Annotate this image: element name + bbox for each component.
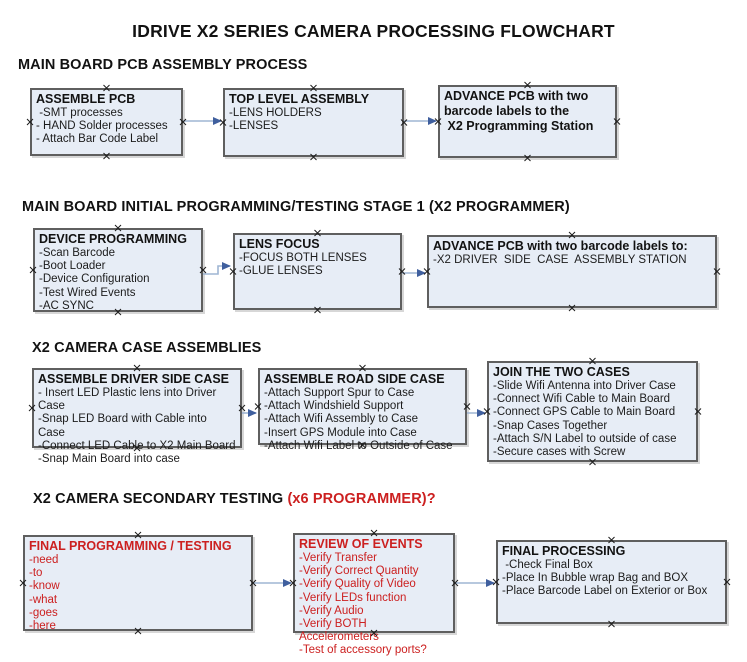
- box-item: -LENSES: [229, 120, 279, 133]
- flow-box-advance-pcb-driver-side-station: ADVANCE PCB with two barcode labels to: …: [427, 235, 717, 308]
- flow-box-device-programming: DEVICE PROGRAMMING -Scan Barcode -Boot L…: [33, 228, 203, 312]
- box-item: -goes: [29, 606, 58, 619]
- box-title: FINAL PROCESSING: [502, 544, 626, 558]
- flow-box-assemble-driver-side-case: ASSEMBLE DRIVER SIDE CASE - Insert LED P…: [32, 368, 242, 465]
- box-item: -Attach Windshield Support: [264, 400, 404, 413]
- box-item: -Device Configuration: [39, 273, 150, 286]
- flow-box-top-level-assembly: TOP LEVEL ASSEMBLY -LENS HOLDERS -LENSES: [223, 88, 404, 157]
- box-item: -know: [29, 580, 60, 593]
- box-item: -Scan Barcode: [39, 247, 116, 259]
- section-header-case-assemblies: X2 CAMERA CASE ASSEMBLIES: [32, 340, 262, 356]
- box-title: ASSEMBLE DRIVER SIDE CASE: [38, 372, 230, 386]
- box-title: ASSEMBLE ROAD SIDE CASE: [264, 372, 445, 386]
- flow-box-final-processing: FINAL PROCESSING -Check Final Box -Place…: [496, 540, 727, 624]
- box-item: - Attach Bar Code Label: [36, 133, 159, 146]
- box-item: -GLUE LENSES: [239, 265, 323, 278]
- box-item: -Attach Wifi Assembly to Case: [264, 413, 419, 426]
- box-title: LENS FOCUS: [239, 237, 320, 251]
- section-header-initial-programming: MAIN BOARD INITIAL PROGRAMMING/TESTING S…: [22, 199, 570, 215]
- flow-box-assemble-road-side-case: ASSEMBLE ROAD SIDE CASE -Attach Support …: [258, 368, 467, 452]
- box-item: -Snap LED Board with Cable into Case: [38, 413, 210, 439]
- box-item: -Verify Transfer: [299, 552, 377, 564]
- flow-box-lens-focus: LENS FOCUS -FOCUS BOTH LENSES -GLUE LENS…: [233, 233, 402, 310]
- box-item: -LENS HOLDERS: [229, 107, 322, 119]
- box-item: -X2 DRIVER SIDE CASE ASSEMBLY STATION: [433, 254, 687, 266]
- box-item: -Place In Bubble wrap Bag and BOX: [502, 572, 689, 585]
- box-item: - HAND Solder processes: [36, 120, 168, 133]
- box-item: -Snap Cases Together: [493, 419, 608, 432]
- box-item: -to: [29, 567, 43, 580]
- box-item: -what: [29, 593, 58, 606]
- box-title: ADVANCE PCB with two barcode labels to:: [433, 239, 688, 253]
- box-item: -Connect GPS Cable to Main Board: [493, 406, 676, 419]
- box-item: -Verify BOTH Accelerometers: [299, 618, 379, 644]
- box-item: -Secure cases with Screw: [493, 446, 626, 459]
- box-item: -Verify Audio: [299, 604, 364, 617]
- box-item: -Verify LEDs function: [299, 591, 407, 604]
- box-title: TOP LEVEL ASSEMBLY: [229, 92, 370, 106]
- box-title: DEVICE PROGRAMMING: [39, 232, 187, 246]
- box-item: -Test of accessory ports?: [299, 644, 427, 657]
- box-item: -Check Final Box: [502, 559, 593, 571]
- box-item: -Verify Correct Quantity: [299, 565, 419, 578]
- box-item: -Snap Main Board into case: [38, 453, 180, 466]
- box-title: ADVANCE PCB with two barcode labels to t…: [444, 89, 594, 133]
- box-item: -Verify Quality of Video: [299, 578, 416, 591]
- box-item: -FOCUS BOTH LENSES: [239, 252, 367, 264]
- flow-box-advance-pcb-programming-station: ADVANCE PCB with two barcode labels to t…: [438, 85, 617, 158]
- box-item: -need: [29, 554, 59, 566]
- page-title: IDRIVE X2 SERIES CAMERA PROCESSING FLOWC…: [132, 21, 615, 41]
- box-item: -Attach Wifi Label to Outside of Case: [264, 439, 453, 452]
- box-item: -Slide Wifi Antenna into Driver Case: [493, 380, 676, 392]
- box-item: -Test Wired Events: [39, 286, 136, 299]
- section-header-secondary-testing-label: X2 CAMERA SECONDARY TESTING: [33, 491, 284, 507]
- box-item: -Boot Loader: [39, 260, 106, 273]
- box-item: -Connect LED Cable to X2 Main Board: [38, 439, 236, 452]
- box-item: -Connect Wifi Cable to Main Board: [493, 393, 671, 406]
- box-title: REVIEW OF EVENTS: [299, 537, 423, 551]
- connector-arrow: [203, 262, 231, 275]
- box-item: -Place Barcode Label on Exterior or Box: [502, 585, 708, 598]
- section-header-programmer-question: (x6 PROGRAMMER)?: [283, 491, 436, 507]
- box-item: - Insert LED Plastic lens into Driver Ca…: [38, 387, 220, 413]
- section-header-pcb-assembly: MAIN BOARD PCB ASSEMBLY PROCESS: [18, 57, 308, 73]
- flow-box-review-of-events: REVIEW OF EVENTS -Verify Transfer -Verif…: [293, 533, 455, 656]
- flow-box-join-the-two-cases: JOIN THE TWO CASES -Slide Wifi Antenna i…: [487, 361, 698, 462]
- box-item: -Attach S/N Label to outside of case: [493, 432, 677, 445]
- box-title: FINAL PROGRAMMING / TESTING: [29, 539, 232, 553]
- section-header-secondary-testing: X2 CAMERA SECONDARY TESTING (x6 PROGRAMM…: [33, 491, 436, 507]
- box-item: -Attach Support Spur to Case: [264, 387, 415, 399]
- box-item: -AC SYNC: [39, 299, 94, 312]
- flow-box-final-programming-testing: FINAL PROGRAMMING / TESTING -need -to -k…: [23, 535, 253, 633]
- box-title: JOIN THE TWO CASES: [493, 365, 630, 379]
- box-title: ASSEMBLE PCB: [36, 92, 136, 106]
- box-item: -SMT processes: [36, 107, 123, 119]
- box-item: -Insert GPS Module into Case: [264, 426, 417, 439]
- box-item: -here: [29, 620, 56, 633]
- flow-box-assemble-pcb: ASSEMBLE PCB -SMT processes - HAND Solde…: [30, 88, 183, 156]
